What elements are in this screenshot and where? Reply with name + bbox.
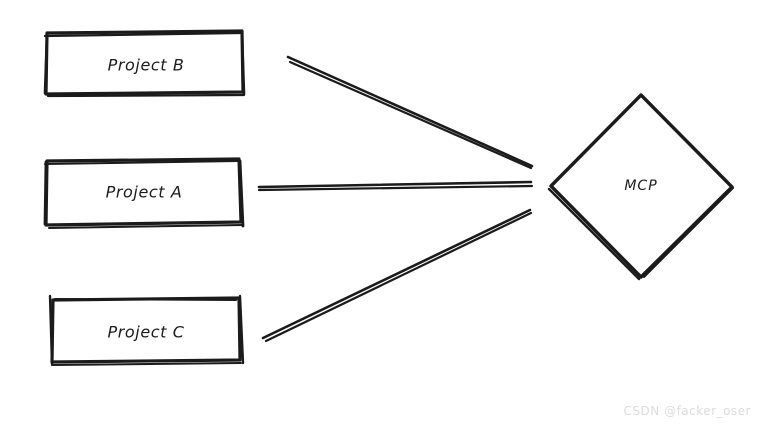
node-shape-project-b[interactable] (43, 29, 246, 98)
edge-project-b-to-mcp[interactable] (286, 55, 534, 170)
watermark: CSDN @facker_oser (623, 404, 751, 418)
node-shape-project-c[interactable] (48, 294, 245, 366)
edge-project-c-to-mcp[interactable] (261, 208, 533, 343)
edge-project-a-to-mcp[interactable] (257, 180, 534, 192)
node-shape-mcp[interactable] (547, 93, 734, 281)
node-shape-project-a[interactable] (43, 157, 245, 229)
